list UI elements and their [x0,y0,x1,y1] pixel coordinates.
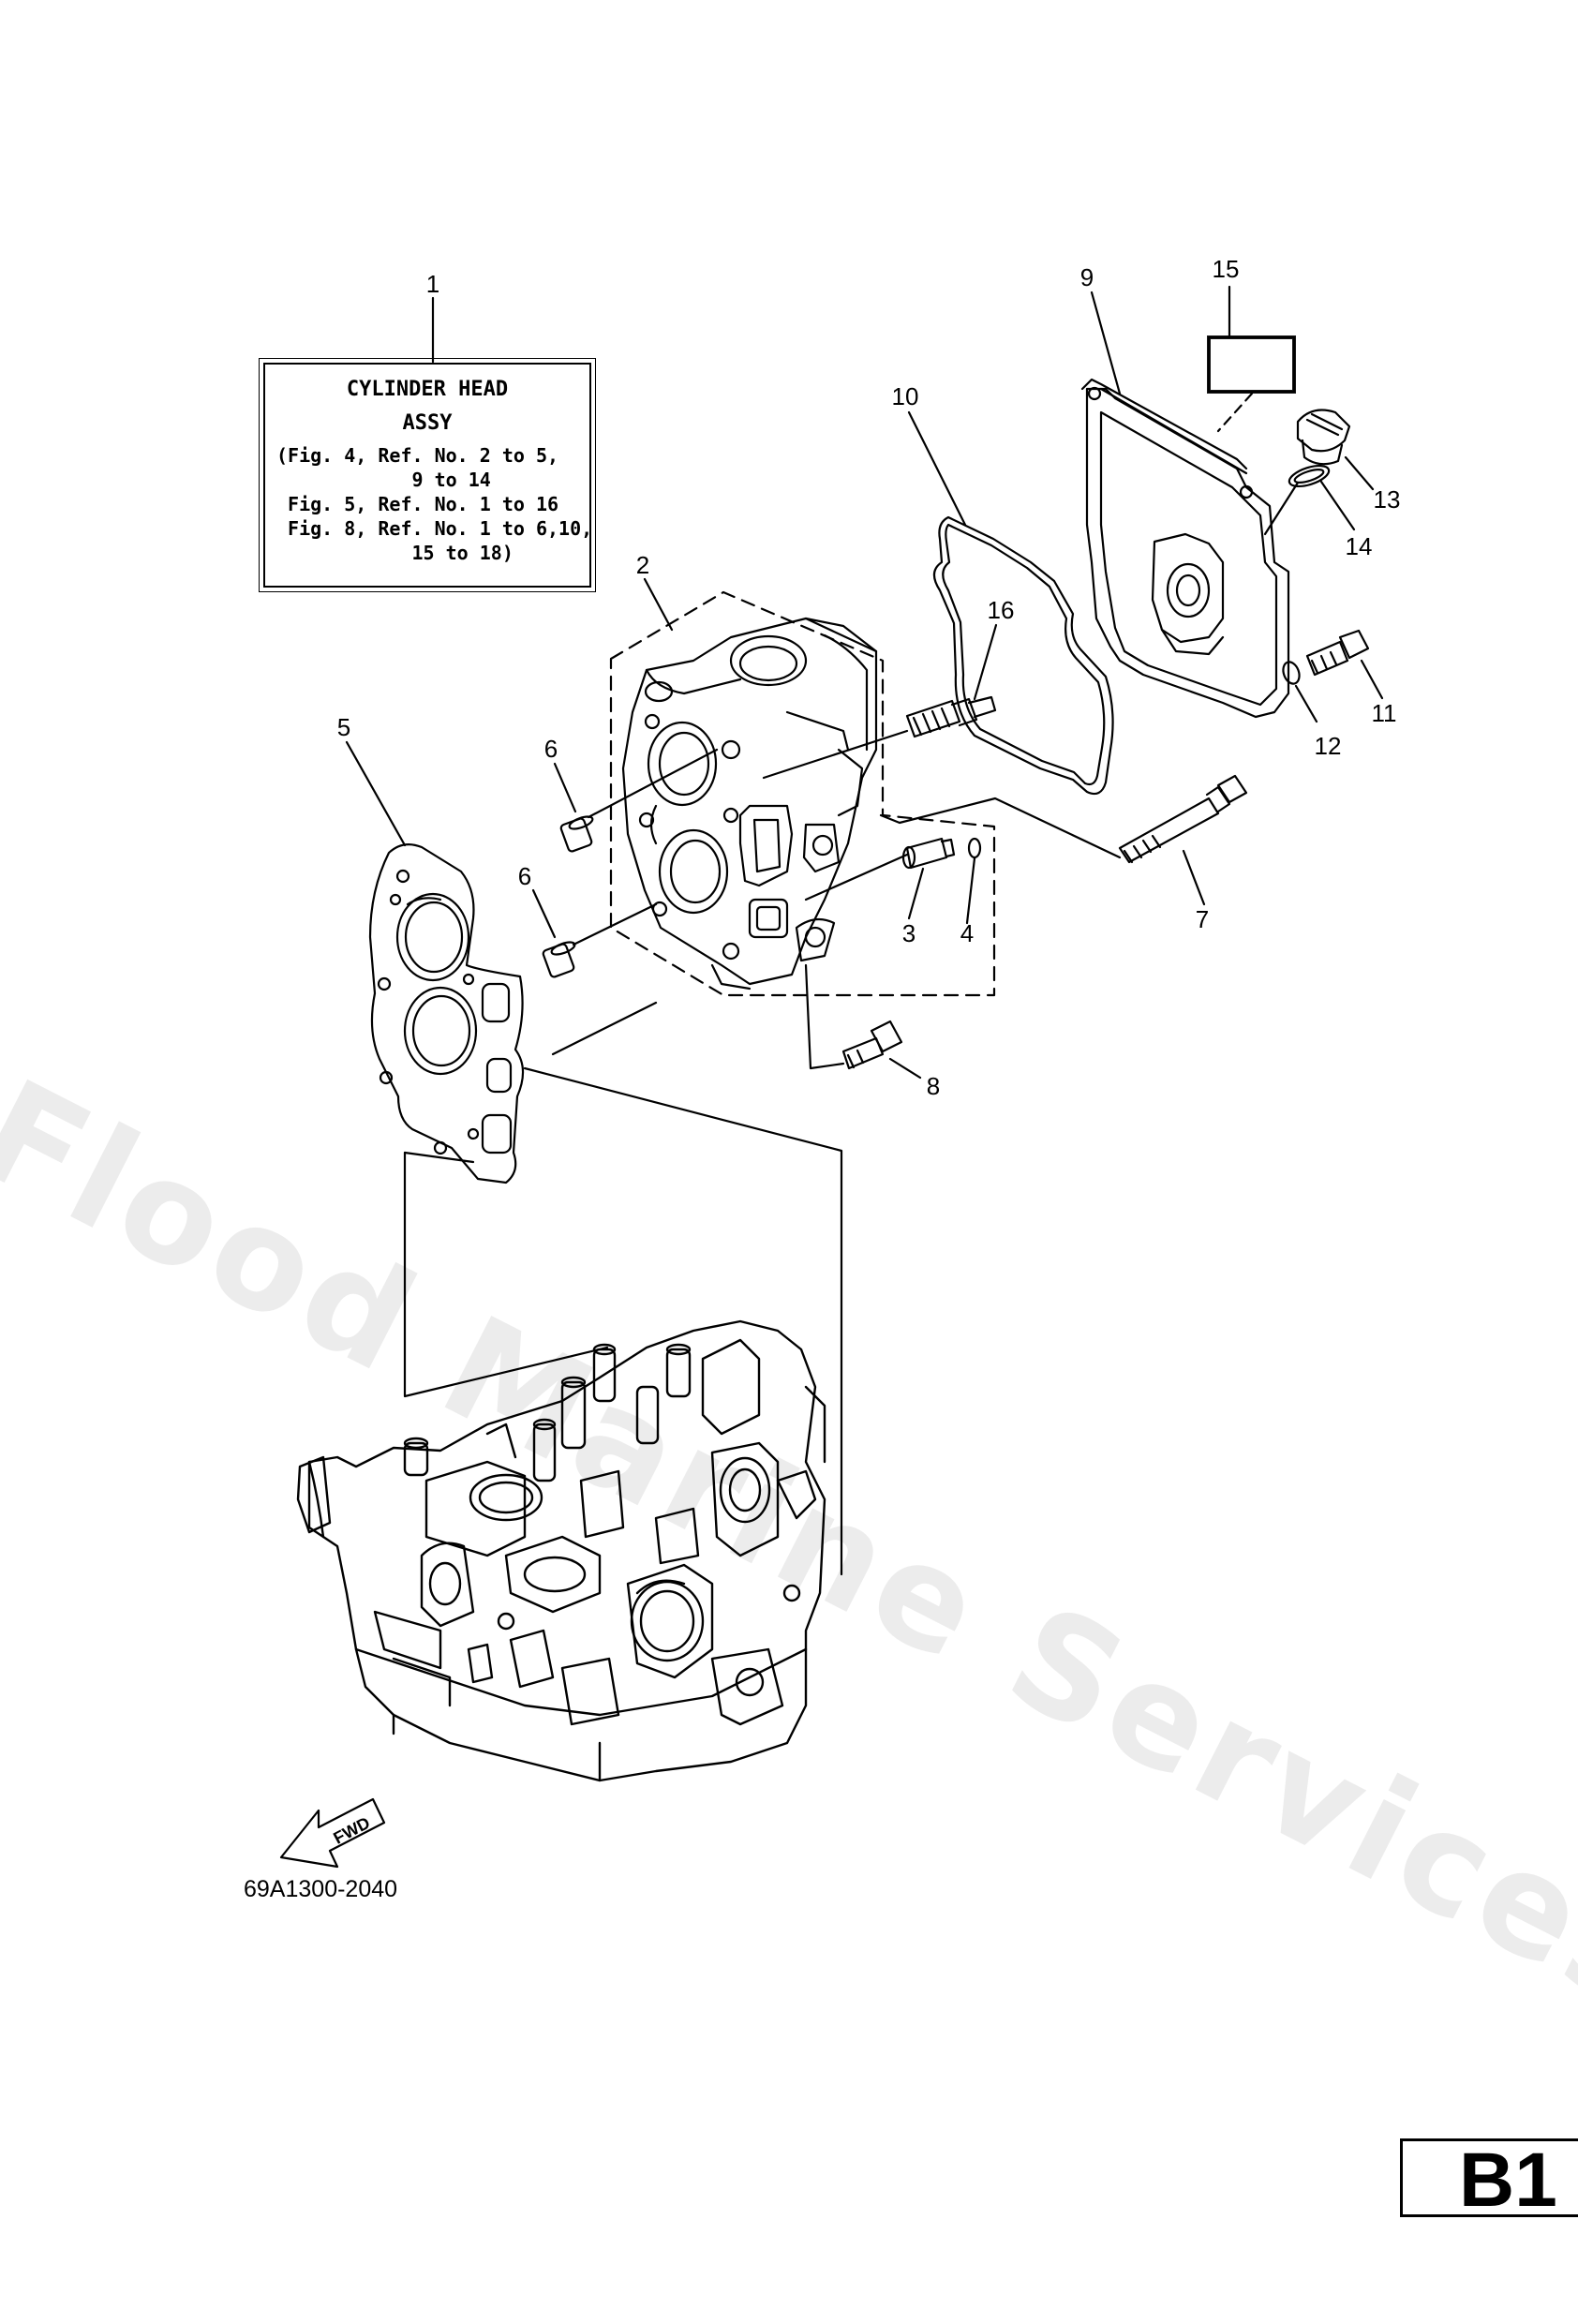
part-9-rocker-cover [1080,378,1290,719]
callout-3: 3 [902,919,916,947]
assy-line-5: 15 to 18) [276,542,514,564]
part-2-cylinder-head [621,617,878,991]
part-14-o-ring [1288,464,1331,488]
part-14-o-ring-inner [1293,469,1325,484]
part-10-gasket-inner [942,523,1106,786]
part-4-clip [967,837,982,859]
part-3-valve-guide [901,837,956,870]
part-7-bolt [1118,774,1248,864]
part-6-dowel-lower [542,941,576,978]
leader-line-2 [643,577,674,632]
diagram-part-code: 69A1300-2040 [244,1876,398,1902]
callout-12: 12 [1315,732,1342,760]
label-placement-line [1216,392,1254,433]
callout-5: 5 [337,713,350,741]
assy-dashed-outline [609,590,996,997]
callout-6-upper: 6 [544,735,558,763]
leader-line-10 [907,410,967,527]
crankcase-link-left [403,1151,609,1398]
assy-line-4: Fig. 8, Ref. No. 1 to 6,10, [276,517,593,540]
callout-2: 2 [636,551,649,579]
part-10-gasket [932,515,1114,796]
leader-line-6a [553,762,577,813]
callout-4: 4 [960,919,974,947]
callout-6-lower: 6 [518,862,531,890]
part-15-label-inner [1211,339,1292,390]
leader-line-4 [965,857,976,925]
page-tab: B1 [1400,2138,1578,2217]
callout-9: 9 [1080,263,1094,291]
crankcase-link-right [523,1066,843,1576]
leader-line-13 [1344,455,1375,491]
assy-title-1: CYLINDER HEAD [346,378,509,401]
leader-line-11 [1360,659,1384,700]
callout-7: 7 [1196,905,1209,933]
leader-line-5 [345,740,407,847]
spark-plug-axis [762,729,909,780]
part-6-dowel-upper [559,815,594,853]
leader-line-3 [907,867,925,920]
assy-line-3: Fig. 5, Ref. No. 1 to 16 [276,493,559,515]
valve-axis [804,853,909,901]
callout-11: 11 [1372,699,1397,727]
gasket-head-link [551,1001,658,1056]
part-16-spark-plug [905,695,997,738]
part-11-bolt [1305,629,1370,677]
leader-line-12 [1294,684,1318,723]
part-8-bolt [841,1020,903,1070]
callout-14: 14 [1346,532,1373,560]
assy-line-2: 9 to 14 [276,469,491,491]
part-5-gasket [368,842,525,1184]
part-12-washer [1282,661,1301,685]
leader-line-8 [888,1057,922,1080]
dowel-axis-lower [572,902,658,946]
assy-line-1: (Fig. 4, Ref. No. 2 to 5, [276,444,559,467]
leader-line-6b [531,888,557,939]
part-15-label [1207,335,1296,394]
callout-8: 8 [927,1072,940,1100]
callout-10: 10 [892,382,919,410]
fwd-arrow-icon: FWD [279,1797,386,1869]
oring-axis [1263,481,1300,536]
gasket-axis [403,1151,475,1164]
bolt-7-axis [879,797,1122,859]
leader-line-16 [973,623,998,701]
callout-1: 1 [426,270,439,298]
leader-line-14 [1319,480,1356,531]
cylinder-block [296,1319,826,1782]
leader-line-7 [1182,849,1206,906]
cylinder-head-assy-box: CYLINDER HEAD ASSY (Fig. 4, Ref. No. 2 t… [259,358,596,592]
callout-15: 15 [1213,255,1240,283]
part-13-oil-cap [1296,409,1351,466]
leader-line-9 [1090,290,1122,395]
callout-16: 16 [988,596,1015,624]
bolt-8-axis [804,963,845,1070]
callout-13: 13 [1374,485,1401,514]
assy-title-2: ASSY [402,411,453,435]
